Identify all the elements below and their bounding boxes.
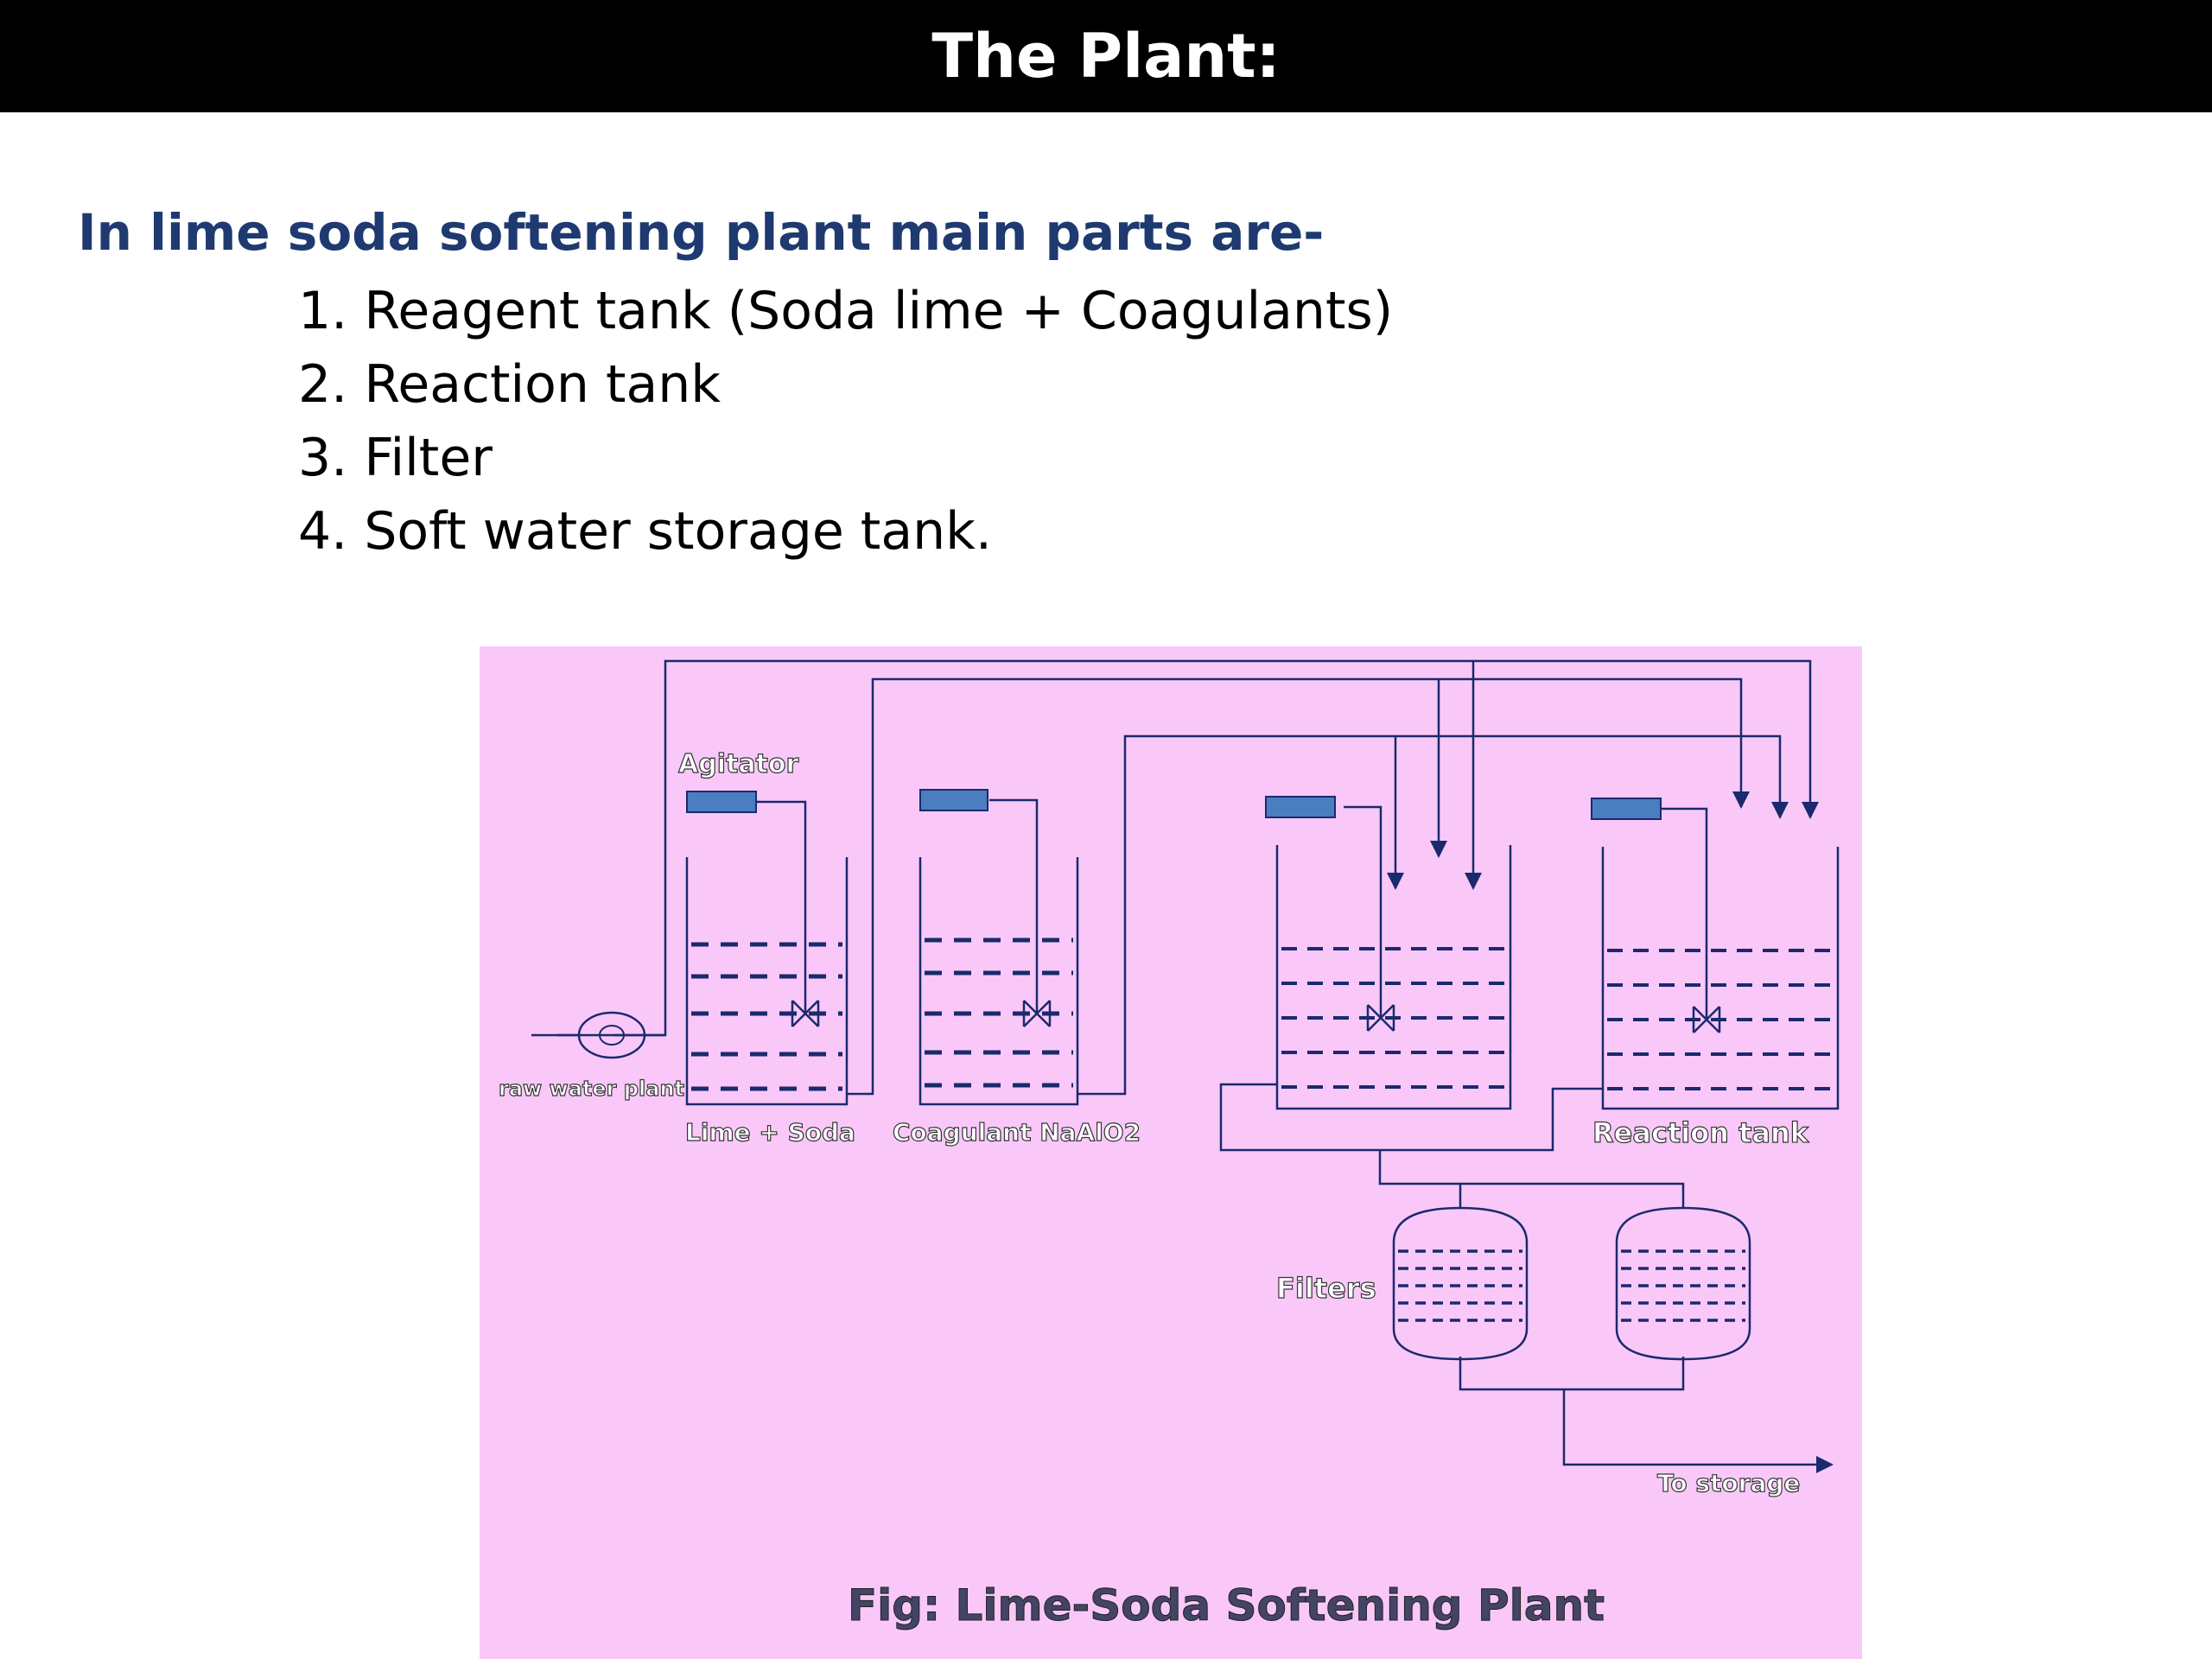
tank-lime-soda xyxy=(685,800,849,1106)
filter-1 xyxy=(1392,1206,1529,1361)
title-bar: The Plant: xyxy=(0,0,2212,112)
slide-title: The Plant: xyxy=(931,21,1281,92)
plant-diagram-svg: Agitator raw water plant Lime + Soda Coa… xyxy=(480,646,1862,1659)
parts-list: 1. Reagent tank (Soda lime + Coagulants)… xyxy=(298,275,1393,569)
plant-diagram: Agitator raw water plant Lime + Soda Coa… xyxy=(480,646,1862,1659)
part-item-4: 4. Soft water storage tank. xyxy=(298,501,992,562)
tank-coagulant xyxy=(918,798,1079,1106)
filter-2 xyxy=(1615,1206,1751,1361)
label-raw-water: raw water plant xyxy=(499,1077,684,1101)
part-item-3: 3. Filter xyxy=(298,428,493,488)
part-item-1: 1. Reagent tank (Soda lime + Coagulants) xyxy=(298,281,1394,341)
coagulant-feed-line xyxy=(1077,734,1789,1096)
raw-water-pump xyxy=(577,1011,646,1059)
label-lime-soda: Lime + Soda xyxy=(685,1118,855,1147)
filter-header xyxy=(1378,1150,1685,1208)
to-storage-line xyxy=(1562,1389,1834,1473)
label-reaction-tank: Reaction tank xyxy=(1592,1116,1809,1149)
agitator-motor-3 xyxy=(1265,796,1336,818)
agitator-motor-1 xyxy=(686,791,757,813)
feed-pipes xyxy=(531,659,1834,1473)
part-item-2: 2. Reaction tank xyxy=(298,354,721,415)
filter-outlet-line xyxy=(1459,1357,1685,1391)
reaction-tank-a xyxy=(1275,805,1512,1110)
lime-soda-feed-line xyxy=(847,677,1750,1096)
reaction-outlet-1 xyxy=(1219,1083,1603,1152)
label-agitator: Agitator xyxy=(678,749,799,779)
intro-heading: In lime soda softening plant main parts … xyxy=(78,203,1325,262)
label-filters: Filters xyxy=(1276,1272,1376,1305)
label-to-storage: To storage xyxy=(1657,1469,1800,1497)
agitator-motor-4 xyxy=(1591,798,1662,820)
label-coagulant: Coagulant NaAlO2 xyxy=(893,1118,1141,1147)
agitator-motor-2 xyxy=(919,789,988,811)
diagram-caption: Fig: Lime-Soda Softening Plant xyxy=(848,1580,1605,1630)
reaction-tank-b xyxy=(1601,807,1840,1110)
